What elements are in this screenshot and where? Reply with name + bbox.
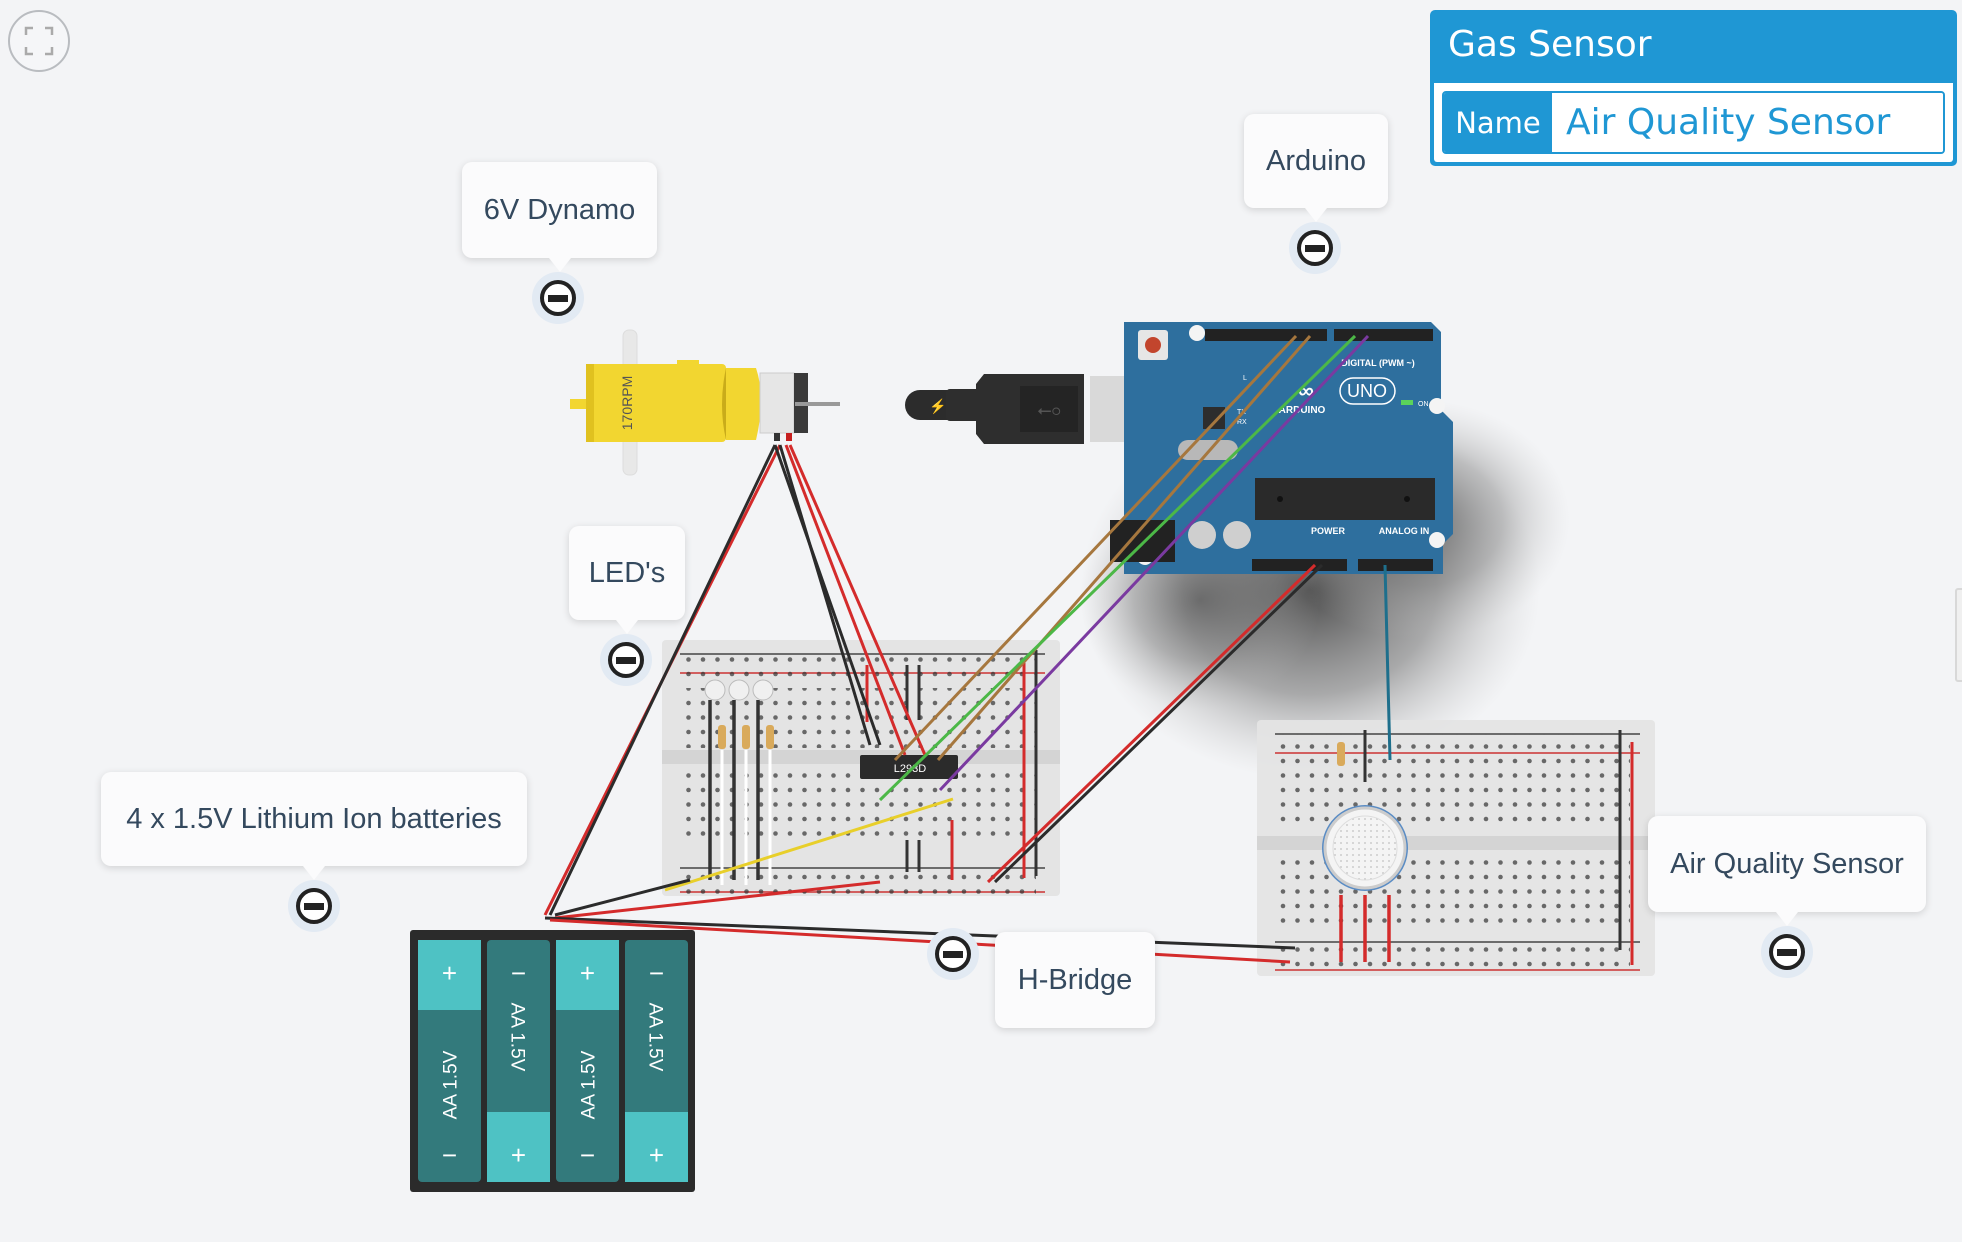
annotation-batteries[interactable]: 4 x 1.5V Lithium Ion batteries bbox=[101, 772, 527, 880]
name-field: Name bbox=[1442, 91, 1945, 154]
battery-pack[interactable]: + − AA 1.5V − + AA 1.5V + − AA 1.5V − + AA 1.5V bbox=[410, 930, 695, 1192]
on-led-label: ON bbox=[1418, 401, 1429, 408]
minus-terminal-label: − bbox=[649, 958, 664, 988]
collapse-hbridge-button[interactable] bbox=[927, 928, 979, 980]
inspector-body: Name bbox=[1434, 83, 1953, 162]
arduino-uno-board[interactable]: ∞ ARDUINO UNO DIGITAL (PWM ~) POWER ANAL… bbox=[1110, 322, 1453, 574]
annotation-label: 6V Dynamo bbox=[483, 193, 636, 226]
inspector-title: Gas Sensor bbox=[1448, 24, 1652, 65]
minus-circle-icon bbox=[540, 280, 576, 316]
digital-header-label: DIGITAL (PWM ~) bbox=[1341, 358, 1414, 368]
l293d-ic[interactable]: L293D bbox=[860, 755, 958, 779]
rx-led-label: RX bbox=[1237, 419, 1247, 426]
wires[interactable] bbox=[543, 334, 1392, 964]
arduino-brand: ARDUINO bbox=[1279, 405, 1326, 416]
gas-sensor[interactable] bbox=[1322, 805, 1408, 891]
collapse-leds-button[interactable] bbox=[600, 634, 652, 686]
annotation-label: 4 x 1.5V Lithium Ion batteries bbox=[126, 802, 502, 835]
breadboard-main[interactable]: L293D bbox=[662, 640, 1060, 898]
led-group[interactable] bbox=[704, 679, 774, 885]
sidebar-toggle-handle[interactable] bbox=[1955, 588, 1962, 682]
battery-cell: − + AA 1.5V bbox=[625, 940, 688, 1182]
annotation-label: H-Bridge bbox=[1017, 963, 1133, 996]
minus-circle-icon bbox=[296, 888, 332, 924]
dc-motor[interactable]: 170RPM bbox=[570, 329, 840, 476]
power-header-label: POWER bbox=[1311, 526, 1346, 536]
annotation-label: Air Quality Sensor bbox=[1670, 847, 1904, 880]
battery-cell-label: AA 1.5V bbox=[645, 1003, 666, 1072]
motor-label: 170RPM bbox=[619, 376, 635, 430]
minus-circle-icon bbox=[608, 642, 644, 678]
fit-to-view-button[interactable] bbox=[8, 10, 70, 72]
battery-cell-label: AA 1.5V bbox=[579, 1050, 600, 1119]
plus-terminal-label: + bbox=[580, 958, 595, 988]
arduino-model: UNO bbox=[1347, 381, 1387, 401]
battery-cell: + − AA 1.5V bbox=[418, 940, 481, 1182]
plus-terminal-label: + bbox=[511, 1140, 526, 1170]
usb-icon: ⭠⚬ bbox=[1037, 400, 1060, 420]
minus-circle-icon bbox=[935, 936, 971, 972]
battery-cell-label: AA 1.5V bbox=[507, 1003, 528, 1072]
annotation-arduino[interactable]: Arduino bbox=[1244, 114, 1388, 222]
l-led-label: L bbox=[1243, 375, 1247, 382]
minus-circle-icon bbox=[1769, 934, 1805, 970]
name-field-label: Name bbox=[1444, 93, 1552, 152]
minus-terminal-label: − bbox=[580, 1140, 595, 1170]
minus-terminal-label: − bbox=[442, 1140, 457, 1170]
annotation-dynamo[interactable]: 6V Dynamo bbox=[462, 162, 657, 272]
fit-to-view-icon bbox=[24, 26, 54, 56]
plus-terminal-label: + bbox=[442, 958, 457, 988]
breadboard-sensor[interactable] bbox=[1257, 720, 1655, 976]
analog-header-label: ANALOG IN bbox=[1379, 526, 1430, 536]
annotation-air-sensor[interactable]: Air Quality Sensor bbox=[1648, 816, 1926, 926]
name-input[interactable] bbox=[1552, 93, 1943, 152]
collapse-dynamo-button[interactable] bbox=[532, 272, 584, 324]
plus-terminal-label: + bbox=[649, 1140, 664, 1170]
annotation-label: LED's bbox=[588, 556, 666, 589]
annotation-leds[interactable]: LED's bbox=[569, 526, 685, 634]
battery-cell: + − AA 1.5V bbox=[556, 940, 619, 1182]
battery-cell-label: AA 1.5V bbox=[441, 1050, 462, 1119]
power-bolt-icon: ⚡ bbox=[929, 398, 946, 415]
collapse-air-sensor-button[interactable] bbox=[1761, 926, 1813, 978]
component-inspector: Gas Sensor Name bbox=[1430, 10, 1957, 166]
battery-cell: − + AA 1.5V bbox=[487, 940, 550, 1182]
minus-circle-icon bbox=[1297, 230, 1333, 266]
minus-terminal-label: − bbox=[511, 958, 526, 988]
annotation-label: Arduino bbox=[1266, 144, 1366, 177]
collapse-batteries-button[interactable] bbox=[288, 880, 340, 932]
collapse-arduino-button[interactable] bbox=[1289, 222, 1341, 274]
annotation-hbridge[interactable]: H-Bridge bbox=[995, 932, 1155, 1028]
